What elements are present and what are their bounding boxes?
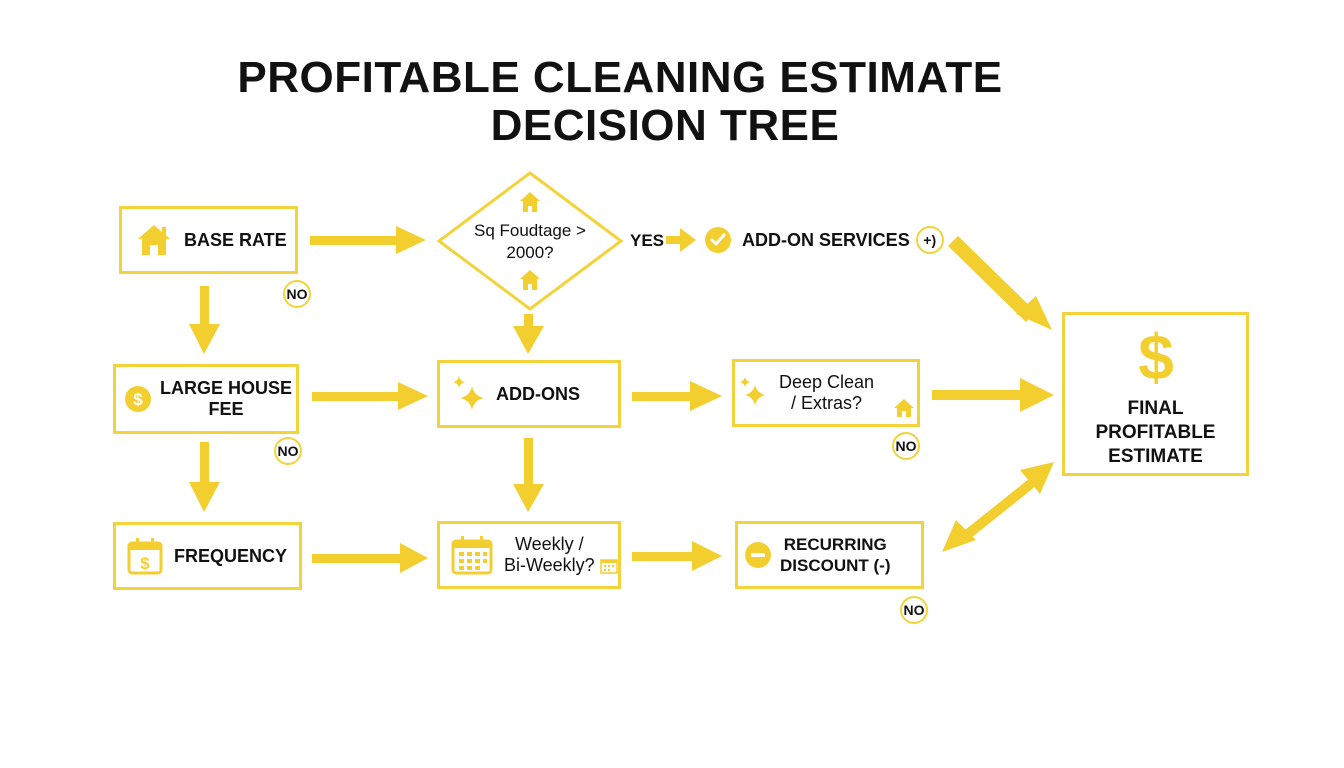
add-ons-label: ADD-ONS [496, 383, 580, 404]
dollar-sign-icon: $ [1138, 327, 1174, 389]
recurring-discount-label: RECURRING DISCOUNT (-) [780, 535, 891, 575]
add-on-plus-badge: +) [915, 226, 944, 254]
node-frequency[interactable]: $ FREQUENCY [113, 522, 302, 590]
frequency-label: FREQUENCY [174, 545, 288, 566]
arrow-addons-to-weekly [513, 438, 544, 512]
dollar-coin-icon: $ [125, 386, 151, 412]
no-badge-base-rate: NO [283, 280, 311, 308]
diagram-title-line-2: DECISION TREE [490, 101, 840, 150]
large-house-fee-label: LARGE HOUSE FEE [160, 378, 293, 419]
node-deep-clean-extras[interactable]: Deep Clean / Extras? [732, 359, 920, 427]
sq-footage-question-label: Sq Foudtage > 2000? [473, 221, 586, 262]
arrow-large-house-to-addons [312, 382, 428, 410]
house-icon [520, 192, 540, 212]
house-icon [138, 225, 170, 255]
minus-circle-icon [745, 542, 771, 568]
yes-label: YES [630, 231, 665, 250]
svg-text:$: $ [1138, 327, 1174, 389]
diagram-title-line-1: PROFITABLE CLEANING ESTIMATE [237, 53, 1003, 102]
arrow-addon-services-to-final [948, 236, 1052, 330]
arrow-deep-clean-to-final [932, 378, 1054, 412]
arrow-weekly-to-recurring [632, 541, 722, 571]
calendar-dollar-icon: $ [127, 538, 163, 575]
calendar-icon [451, 536, 493, 575]
check-circle-icon [705, 227, 731, 253]
deep-clean-question-label: Deep Clean / Extras? [779, 372, 875, 413]
arrow-large-house-to-frequency [189, 442, 220, 512]
weekly-question-label: Weekly / Bi-Weekly? [504, 534, 595, 575]
arrow-sqft-to-addon-services [666, 228, 696, 252]
decision-sq-footage-diamond[interactable] [436, 170, 624, 312]
no-badge-recurring: NO [900, 596, 928, 624]
arrow-base-to-sqft [310, 226, 426, 254]
svg-text:$: $ [140, 554, 150, 573]
node-large-house-fee[interactable]: $ LARGE HOUSE FEE [113, 364, 299, 434]
base-rate-label: BASE RATE [184, 229, 287, 250]
arrow-base-to-large-house [189, 286, 220, 354]
house-icon [520, 270, 540, 290]
calendar-icon [600, 559, 618, 574]
svg-text:$: $ [133, 390, 143, 409]
sparkle-icon [740, 377, 765, 405]
add-on-services-label: ADD-ON SERVICES [742, 229, 910, 250]
house-icon [894, 399, 914, 417]
node-add-on-services[interactable]: ADD-ON SERVICES +) [704, 226, 944, 254]
node-weekly-biweekly[interactable]: Weekly / Bi-Weekly? [437, 521, 621, 589]
node-recurring-discount[interactable]: RECURRING DISCOUNT (-) [735, 521, 924, 589]
node-base-rate[interactable]: BASE RATE [119, 206, 298, 274]
final-estimate-label: FINAL PROFITABLE ESTIMATE [1095, 398, 1216, 467]
no-badge-large-house: NO [274, 437, 302, 465]
node-add-ons[interactable]: ADD-ONS [437, 360, 621, 428]
arrow-recurring-final-bidirectional [942, 462, 1054, 552]
no-badge-deep-clean: NO [892, 432, 920, 460]
arrow-addons-to-deep-clean [632, 381, 722, 411]
sparkle-icon [453, 376, 484, 410]
node-final-profitable-estimate[interactable]: $ FINAL PROFITABLE ESTIMATE [1062, 312, 1249, 476]
arrow-sqft-to-addons [513, 314, 544, 354]
arrow-frequency-to-weekly [312, 543, 428, 573]
